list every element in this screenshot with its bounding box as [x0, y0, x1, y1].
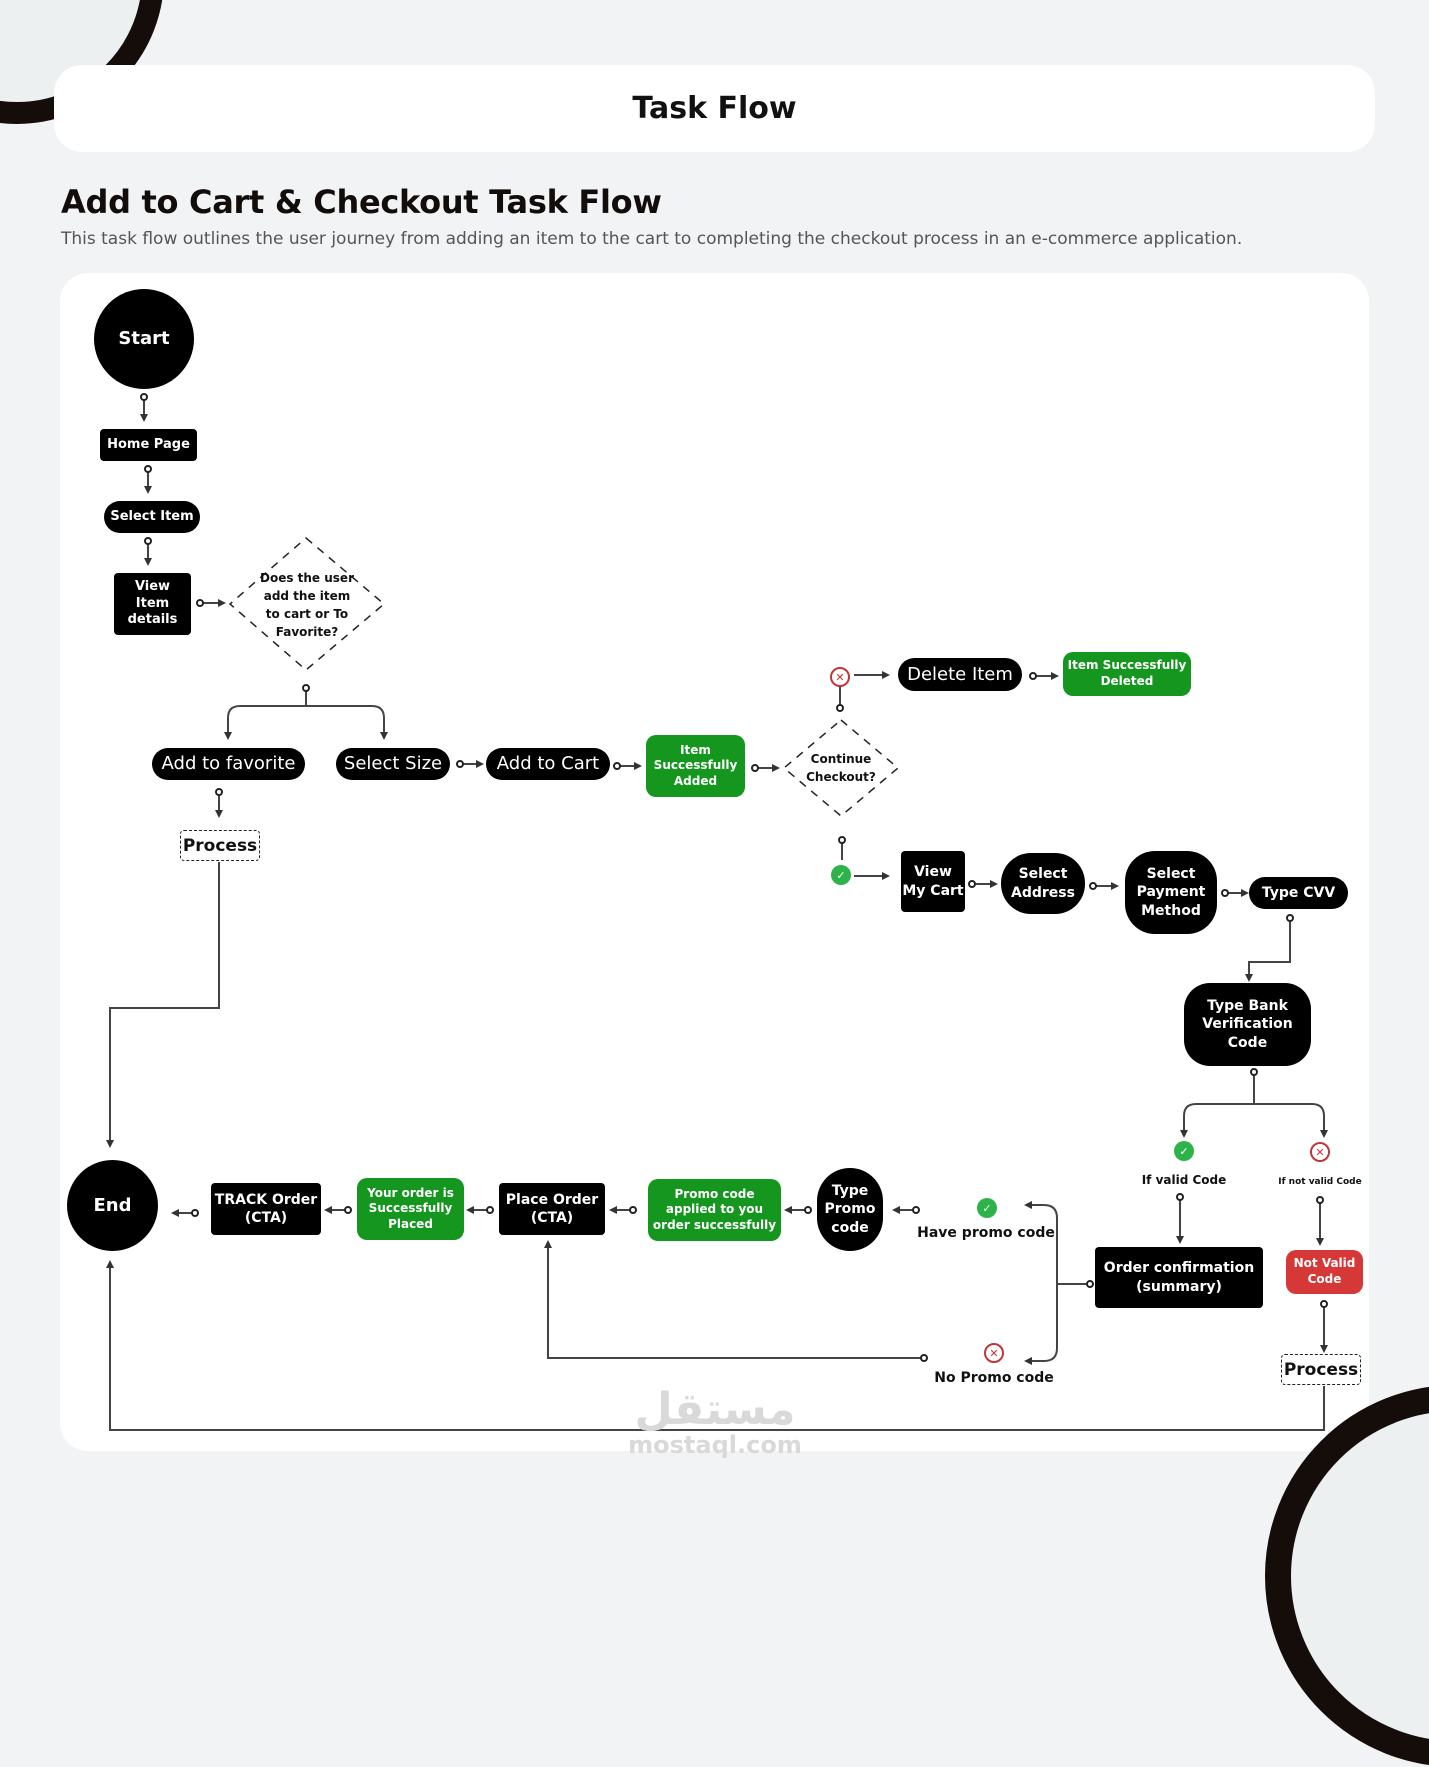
track-order-label: TRACK Order (CTA): [214, 1191, 318, 1226]
select-size-node: Select Size: [336, 748, 450, 780]
place-order-label: Place Order (CTA): [505, 1191, 599, 1226]
add-to-cart-label: Add to Cart: [496, 753, 600, 775]
item-deleted-label: Item Successfully Deleted: [1067, 658, 1187, 688]
order-placed-node: Your order is Successfully Placed: [357, 1178, 464, 1240]
select-payment-node: Select Payment Method: [1125, 851, 1217, 934]
promo-applied-label: Promo code applied to you order successf…: [652, 1186, 777, 1232]
have-promo-label: Have promo code: [917, 1225, 1055, 1241]
watermark-latin: mostaql.com: [628, 1431, 802, 1459]
decision-continue-text: Continue Checkout?: [801, 748, 881, 788]
select-item-label: Select Item: [110, 508, 194, 524]
item-added-label: Item Successfully Added: [653, 742, 738, 788]
order-confirmation-node: Order confirmation (summary): [1095, 1247, 1263, 1308]
process-favorite-node: Process: [180, 830, 260, 861]
select-address-label: Select Address: [1011, 866, 1075, 901]
invalid-badge-icon: ✕: [1310, 1142, 1330, 1162]
watermark: مستقل mostaql.com: [626, 1384, 804, 1459]
view-my-cart-node: View My Cart: [901, 851, 965, 912]
decision-continue-label: Continue Checkout?: [806, 752, 876, 784]
view-item-details-node: View Item details: [114, 573, 191, 635]
decision-cart-favorite-label: Does the user add the item to cart or To…: [259, 571, 354, 639]
x-glyph: ✕: [989, 1346, 999, 1360]
process-invalid-label: Process: [1283, 1359, 1359, 1380]
item-deleted-node: Item Successfully Deleted: [1063, 652, 1191, 696]
select-address-node: Select Address: [1001, 853, 1085, 914]
x-glyph: ✕: [835, 670, 845, 684]
track-order-node: TRACK Order (CTA): [211, 1183, 321, 1235]
yes-badge-icon: ✓: [831, 865, 851, 885]
title-card: Task Flow: [54, 65, 1375, 152]
add-to-favorite-node: Add to favorite: [152, 748, 305, 780]
view-item-details-label: View Item details: [127, 578, 178, 628]
type-cvv-node: Type CVV: [1249, 877, 1348, 909]
if-valid-code-label: If valid Code: [1141, 1173, 1227, 1187]
check-glyph: ✓: [1179, 1144, 1189, 1158]
check-glyph: ✓: [836, 868, 846, 882]
check-glyph: ✓: [982, 1201, 992, 1215]
section-title: Add to Cart & Checkout Task Flow: [61, 183, 662, 221]
page-title: Task Flow: [632, 91, 797, 126]
type-cvv-label: Type CVV: [1261, 884, 1336, 901]
view-my-cart-label: View My Cart: [902, 864, 964, 899]
process-invalid-node: Process: [1281, 1354, 1361, 1385]
select-item-node: Select Item: [104, 501, 200, 533]
type-promo-node: Type Promo code: [817, 1168, 883, 1251]
select-size-label: Select Size: [343, 753, 443, 775]
if-not-valid-code-label: If not valid Code: [1278, 1177, 1362, 1187]
promo-applied-node: Promo code applied to you order successf…: [648, 1179, 781, 1241]
delete-item-node: Delete Item: [898, 658, 1022, 691]
start-label: Start: [118, 328, 170, 350]
end-node: End: [67, 1160, 158, 1251]
select-payment-label: Select Payment Method: [1136, 866, 1206, 919]
valid-badge-icon: ✓: [1174, 1141, 1194, 1161]
x-glyph: ✕: [1315, 1145, 1325, 1159]
not-valid-code-label: Not Valid Code: [1293, 1256, 1356, 1286]
no-promo-label: No Promo code: [934, 1370, 1054, 1386]
order-confirmation-label: Order confirmation (summary): [1103, 1260, 1255, 1295]
type-bank-code-label: Type Bank Verification Code: [1202, 998, 1293, 1051]
no-badge-icon: ✕: [830, 667, 850, 687]
not-valid-code-node: Not Valid Code: [1286, 1250, 1363, 1294]
end-label: End: [93, 1194, 132, 1216]
delete-item-label: Delete Item: [907, 663, 1013, 685]
have-promo-badge-icon: ✓: [977, 1198, 997, 1218]
type-bank-code-node: Type Bank Verification Code: [1184, 983, 1311, 1066]
decision-cart-favorite-text: Does the user add the item to cart or To…: [258, 570, 356, 640]
type-promo-label: Type Promo code: [824, 1183, 876, 1236]
place-order-node: Place Order (CTA): [499, 1183, 605, 1235]
home-page-label: Home Page: [107, 436, 190, 452]
add-to-cart-node: Add to Cart: [486, 748, 610, 780]
order-placed-label: Your order is Successfully Placed: [367, 1185, 454, 1231]
process-favorite-label: Process: [182, 835, 258, 856]
watermark-arabic: مستقل: [634, 1384, 796, 1435]
no-promo-badge-icon: ✕: [984, 1343, 1004, 1363]
add-to-favorite-label: Add to favorite: [161, 753, 296, 775]
item-added-node: Item Successfully Added: [646, 735, 745, 797]
home-page-node: Home Page: [100, 429, 197, 461]
section-description: This task flow outlines the user journey…: [61, 229, 1243, 249]
start-node: Start: [94, 289, 194, 389]
